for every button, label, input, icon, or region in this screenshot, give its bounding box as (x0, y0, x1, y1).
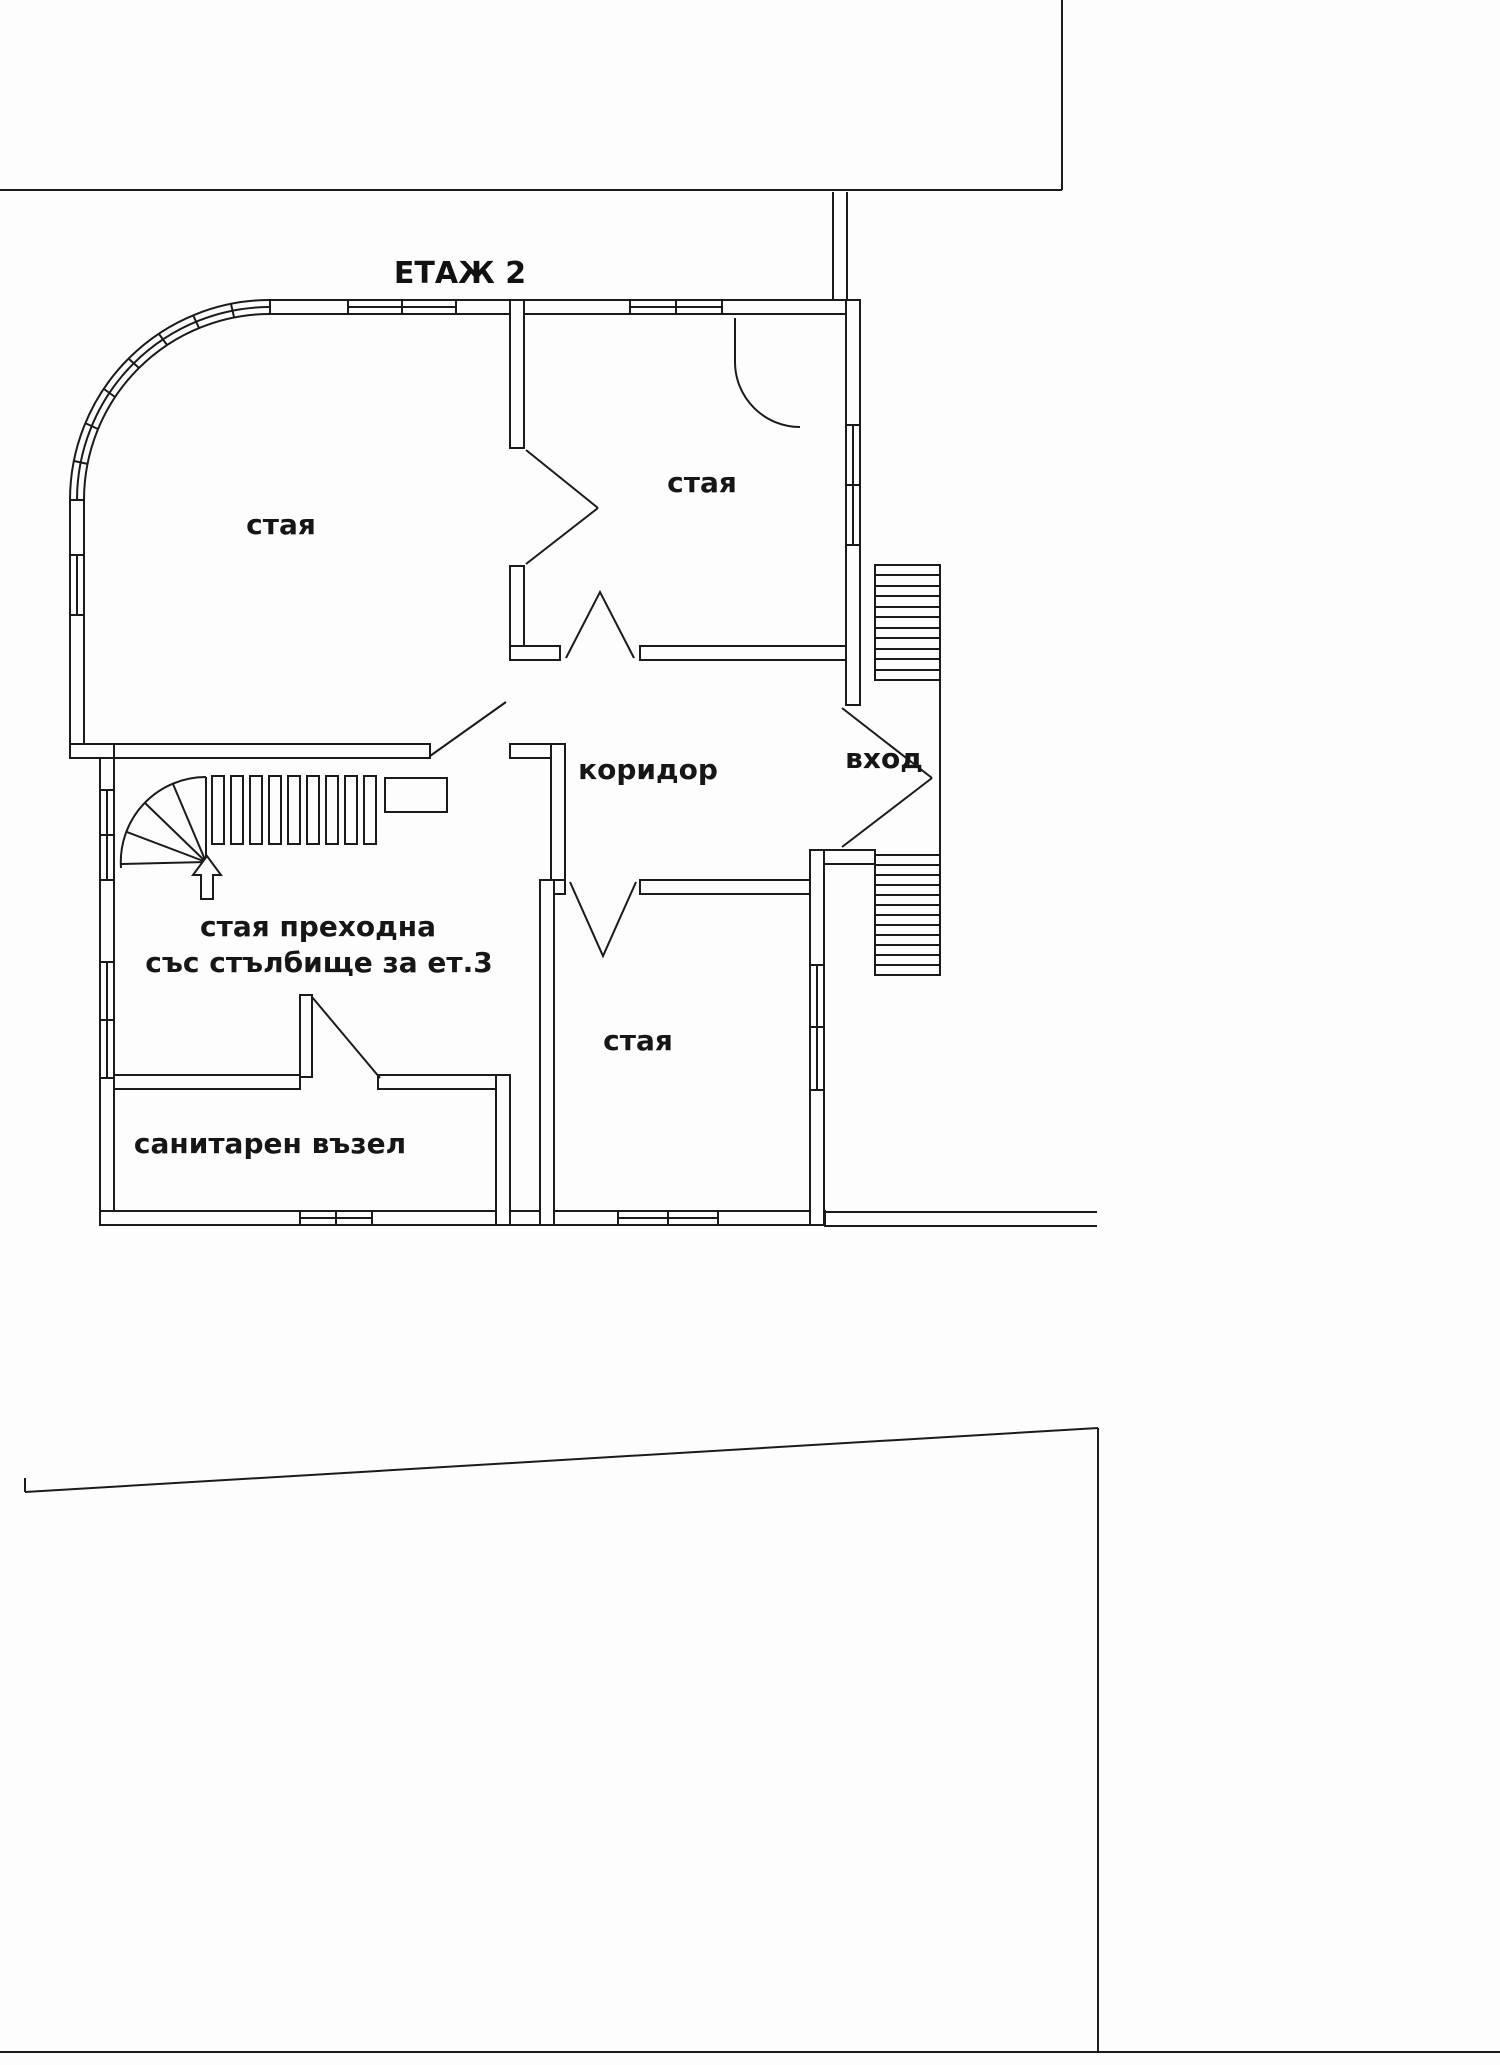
wall-interior-h-a (113, 743, 431, 759)
wall-bottomroom-left (539, 879, 555, 1226)
label-room-top-left: стая (246, 508, 316, 541)
bay-mullions (73, 303, 235, 465)
label-entrance: вход (845, 742, 923, 775)
label-passage-room-line1: стая преходна (200, 910, 436, 943)
stairs-up-arrow-icon (191, 854, 223, 900)
door-swing-arc-topright (734, 318, 801, 428)
label-corridor: коридор (578, 753, 718, 786)
wall-interior-v-a (509, 299, 525, 449)
exterior-stairs-upper (874, 564, 941, 681)
floor-title: ЕТАЖ 2 (394, 256, 526, 291)
label-sanitary-room: санитарен възел (134, 1127, 406, 1160)
bay-outer-arc (69, 299, 271, 501)
window-west-lower-2 (99, 961, 115, 1079)
label-room-top-right: стая (667, 466, 737, 499)
exterior-stairs-lower (874, 854, 941, 976)
door-topleft-room (429, 701, 507, 757)
boundary-bottom-diagonal (24, 1427, 1099, 1493)
label-room-bottom: стая (603, 1024, 673, 1057)
bay-inner-arc (83, 313, 271, 501)
wall-bottomroom-top-b (639, 879, 825, 895)
door-corridor-topright (565, 589, 635, 659)
window-north-1 (347, 299, 457, 315)
building-walls (69, 299, 876, 1226)
fence-extension (824, 1211, 1097, 1227)
window-north-2 (629, 299, 723, 315)
wall-sanitary-right (495, 1074, 511, 1226)
label-passage-room-line2: със стълбище за ет.3 (145, 946, 492, 979)
window-west-upper (69, 554, 85, 616)
wall-corridor-left (550, 743, 566, 895)
wall-entrance-connector (823, 849, 876, 865)
windows (69, 299, 861, 1226)
wall-sanitary-h-b (377, 1074, 511, 1090)
window-south-1 (299, 1210, 373, 1226)
window-east-lower (809, 964, 825, 1091)
stair-winder-fan (119, 775, 207, 869)
wall-west-upper (69, 499, 85, 759)
wall-corridor-top-b (639, 645, 847, 661)
window-west-lower-1 (99, 789, 115, 881)
bay-window (69, 299, 271, 501)
door-corridor-bottomroom (569, 881, 637, 959)
wall-corridor-top-a (509, 645, 561, 661)
doors (299, 318, 801, 1079)
bay-glass-arc (76, 306, 271, 501)
door-between-top-rooms (525, 449, 599, 565)
window-east-upper (845, 424, 861, 546)
stair-landing (384, 777, 448, 813)
door-sanitary (299, 994, 381, 1079)
interior-staircase (119, 775, 448, 900)
wall-sanitary-h-a (113, 1074, 301, 1090)
garden-wall (832, 192, 848, 300)
window-south-2 (617, 1210, 719, 1226)
entrance-door-swing (841, 707, 933, 848)
wall-west-jog (69, 743, 115, 759)
